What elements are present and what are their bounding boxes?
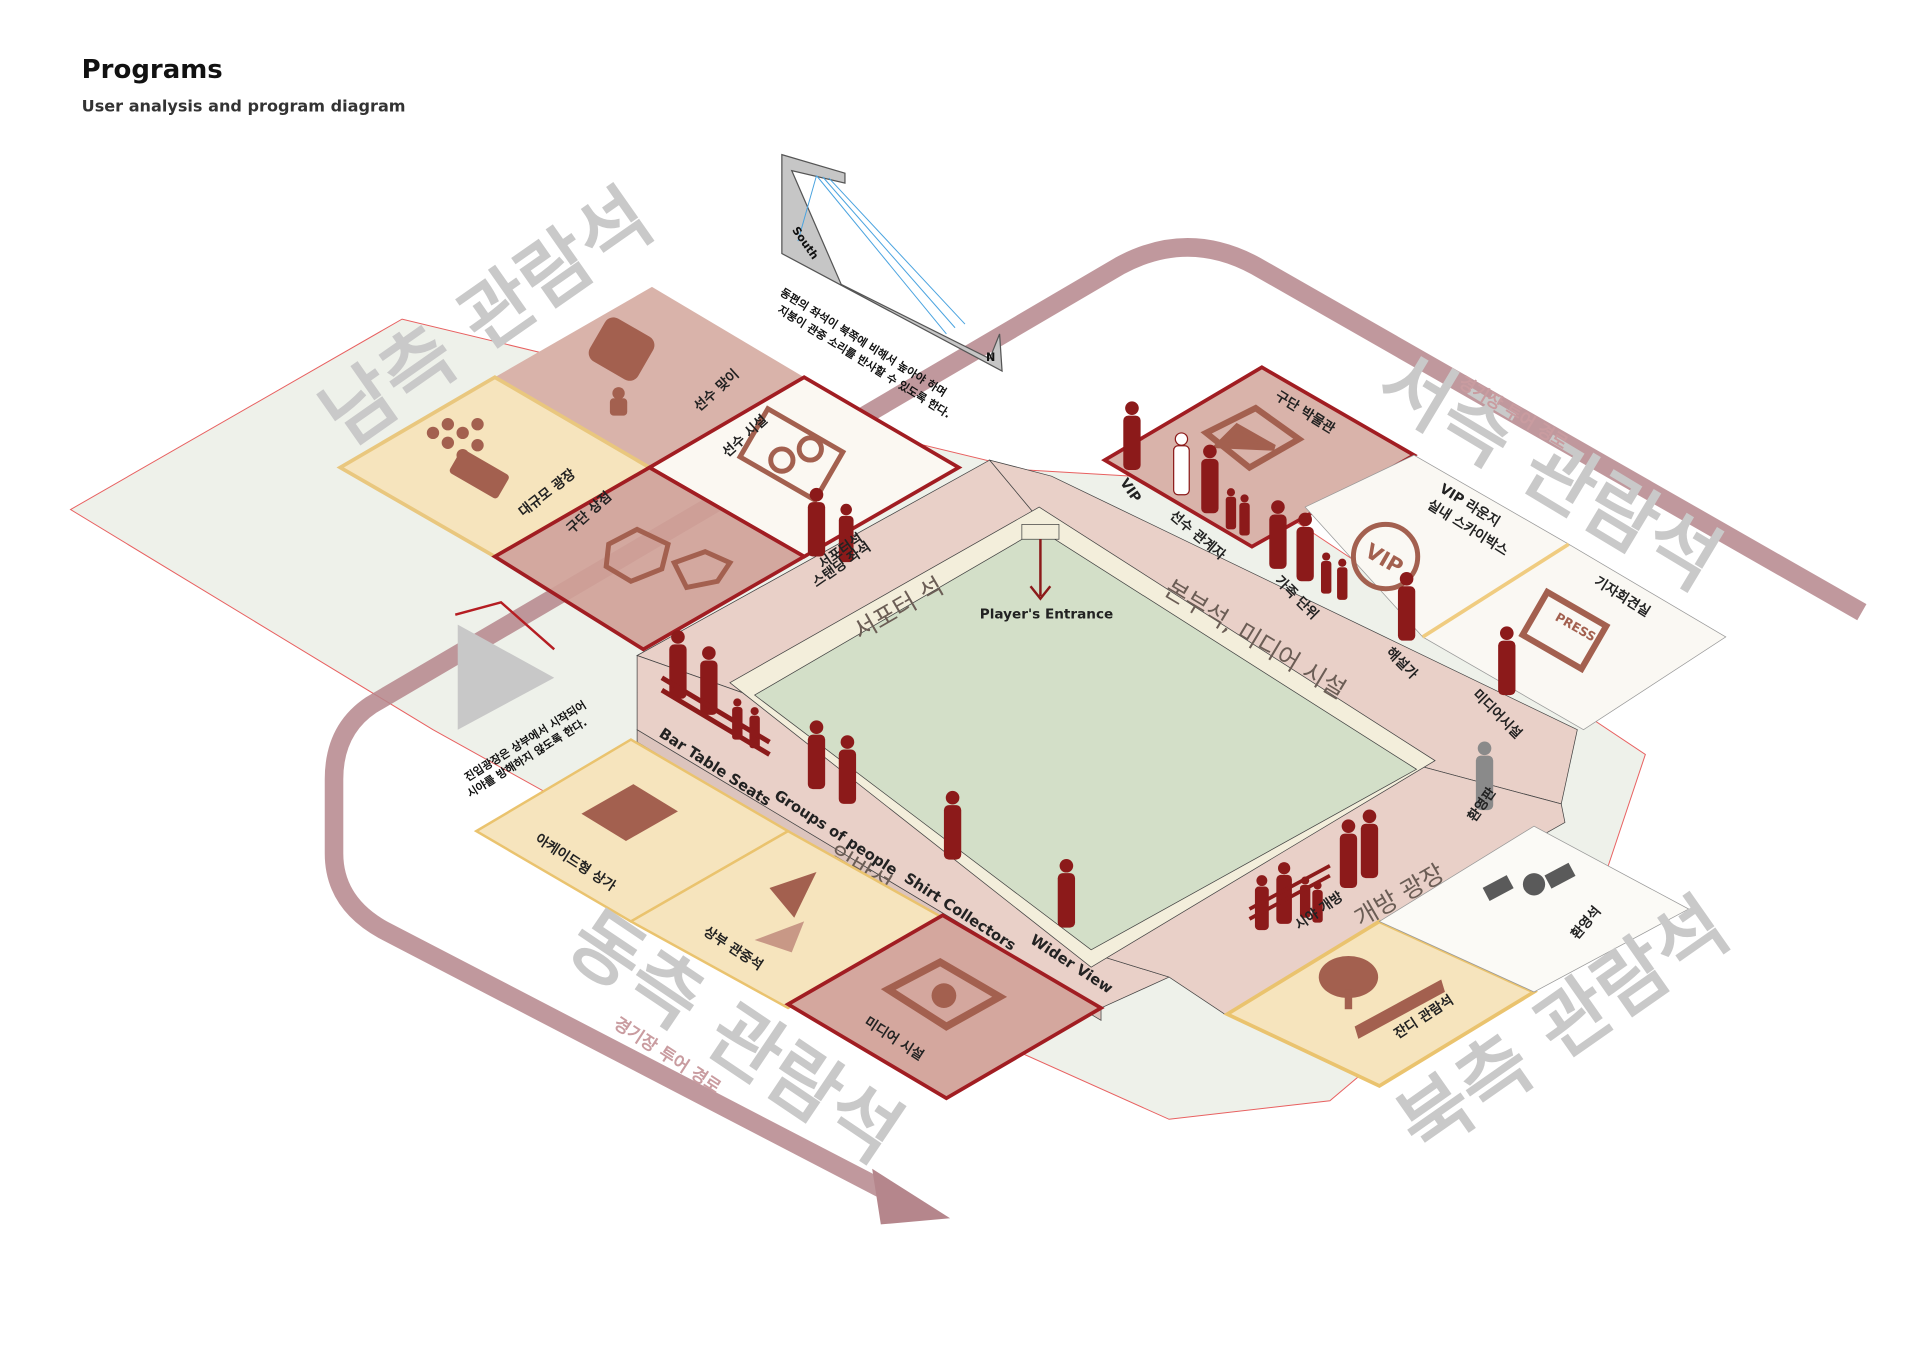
players-tunnel	[1021, 524, 1060, 540]
person-icon	[807, 720, 826, 790]
person-icon	[1475, 741, 1494, 811]
entrance-arrow-icon	[1029, 539, 1052, 601]
tour-route-arrowhead	[872, 1168, 951, 1225]
person-icon	[1254, 875, 1269, 931]
person-icon	[1360, 809, 1379, 879]
sun-rays	[797, 175, 966, 335]
page-title: Programs	[82, 55, 223, 85]
stadium: Player's Entrance 서포터 석 본부석, 미디어 시설 일반석 …	[636, 459, 1578, 1022]
bar-table-icon	[660, 675, 771, 757]
person-icon	[1173, 432, 1190, 496]
person-icon	[1320, 552, 1332, 594]
person-icon	[1269, 500, 1287, 569]
tile-welcome-seat	[1378, 825, 1690, 993]
shirt-icon	[603, 526, 734, 591]
crowd-icon	[426, 418, 509, 499]
entry-slope	[457, 624, 555, 730]
tree-icon	[1318, 956, 1445, 1039]
person-icon	[807, 487, 826, 557]
bus-icon	[588, 317, 655, 416]
roof-section	[781, 153, 1003, 373]
person-icon	[943, 790, 962, 860]
person-icon	[838, 503, 854, 563]
person-icon	[1201, 444, 1219, 514]
arcade-icon	[581, 784, 678, 842]
tile-divider	[1421, 542, 1570, 639]
person-icon	[1498, 626, 1516, 696]
person-icon	[1296, 512, 1314, 582]
label-north: N	[986, 351, 995, 364]
tour-route-arrow	[324, 238, 1867, 1202]
upper-stand-triangle-icon	[754, 871, 817, 953]
player-facility-icon	[736, 405, 847, 504]
page-subtitle: User analysis and program diagram	[82, 96, 406, 115]
person-icon	[1057, 858, 1076, 928]
open-view-bar-icon	[1248, 864, 1331, 921]
entry-arrow	[454, 600, 556, 651]
person-icon	[838, 735, 857, 804]
tile-team-shop	[491, 465, 808, 652]
person-icon	[1339, 819, 1358, 889]
welcome-crowd-icon	[1482, 862, 1576, 901]
person-icon	[1337, 558, 1348, 600]
museum-picture-icon	[1200, 404, 1305, 472]
film-icon	[880, 957, 1008, 1031]
person-icon	[1225, 488, 1237, 530]
east-seating-zone: 아케이드형 상가 상부 관중석 미디어 시설 동측 관람석 경기장 투어 경로	[473, 738, 1105, 1180]
person-icon	[1239, 494, 1250, 536]
person-icon	[1397, 572, 1416, 641]
football-field	[753, 528, 1418, 951]
players-entrance-label: Player's Entrance	[980, 606, 1113, 622]
person-icon	[1123, 401, 1141, 470]
